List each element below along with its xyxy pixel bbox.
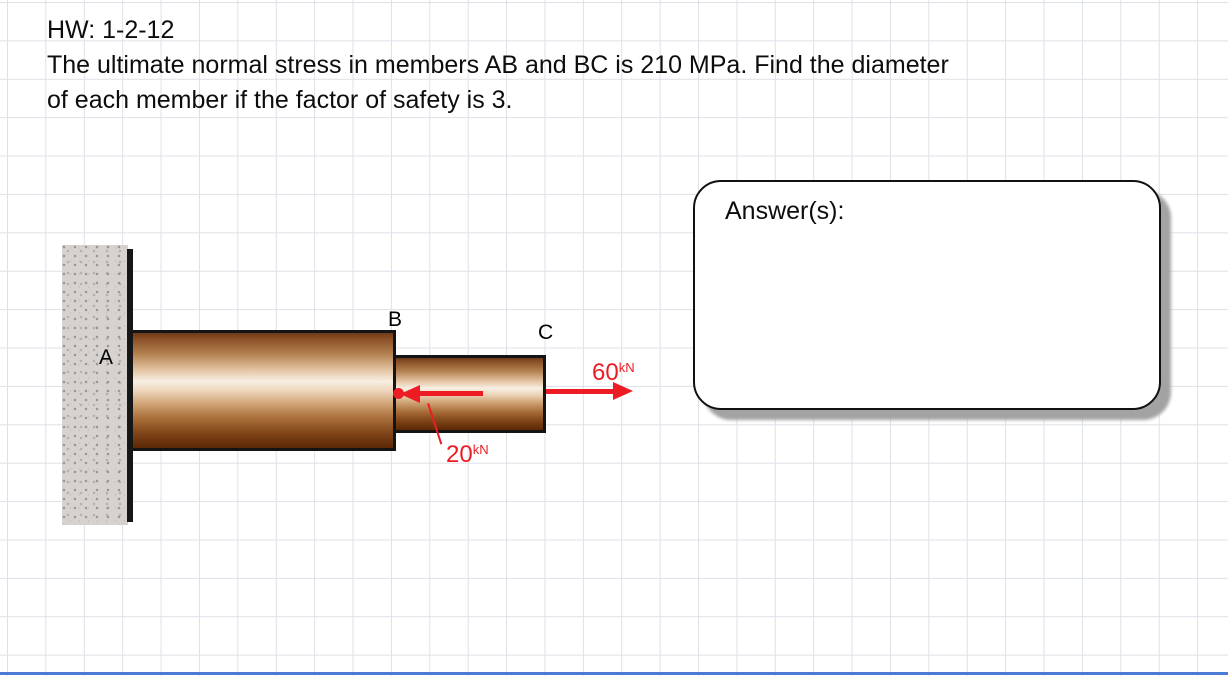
support-wall: [62, 245, 128, 525]
problem-line-2: of each member if the factor of safety i…: [47, 86, 513, 114]
force-20kn-arrowhead-icon: [400, 385, 420, 403]
point-label-c: C: [538, 321, 554, 344]
force-60kn-unit: kN: [618, 360, 635, 375]
force-20kn-value: 20: [446, 441, 473, 468]
point-label-a: A: [99, 346, 114, 369]
force-60kn-arrowhead-icon: [613, 382, 633, 400]
force-20kn-unit: kN: [472, 442, 489, 457]
page-title: HW: 1-2-12: [47, 16, 175, 44]
support-wall-edge: [127, 249, 133, 522]
force-20kn-label: 20kN: [446, 441, 489, 469]
problem-line-1: The ultimate normal stress in members AB…: [47, 51, 949, 79]
problem-statement: HW: 1-2-12 The ultimate normal stress in…: [47, 13, 949, 118]
bottom-border-line: [0, 672, 1228, 675]
answer-box[interactable]: Answer(s):: [693, 180, 1161, 410]
joint-b-dot: [393, 388, 404, 399]
force-60kn-value: 60: [592, 359, 619, 386]
point-label-b: B: [388, 308, 403, 331]
force-60kn-label: 60kN: [592, 359, 635, 387]
force-20kn-arrow-shaft: [418, 391, 483, 396]
member-ab-bar: [133, 330, 396, 451]
answer-box-label: Answer(s):: [725, 197, 845, 225]
force-60kn-arrow-shaft: [546, 389, 614, 394]
